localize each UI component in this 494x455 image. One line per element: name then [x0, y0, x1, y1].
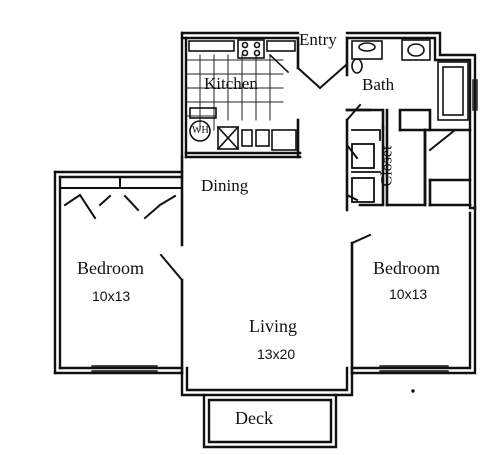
room-size-bedroom-left: 10x13	[92, 288, 131, 304]
kitchen-appliances	[188, 39, 297, 151]
room-label-dining: Dining	[201, 176, 249, 195]
bath-fixtures	[351, 39, 469, 121]
room-label-closet: Closet	[378, 145, 396, 187]
room-size-living: 13x20	[257, 346, 296, 362]
water-heater-label: WH	[192, 125, 209, 136]
kitchen-floor-tiles	[186, 54, 284, 131]
room-label-entry: Entry	[299, 30, 337, 49]
room-size-bedroom-right: 10x13	[389, 286, 428, 302]
left-bedroom-closet	[59, 176, 183, 220]
dot-mark	[411, 389, 415, 393]
water-heater-icon	[189, 120, 211, 142]
room-label-bath: Bath	[362, 75, 395, 94]
room-label-deck: Deck	[235, 408, 273, 428]
exterior-walls	[53, 31, 477, 449]
room-label-living: Living	[249, 316, 297, 336]
room-label-bedroom-right: Bedroom	[373, 258, 440, 278]
room-label-kitchen: Kitchen	[204, 74, 258, 93]
closet-racks	[351, 129, 381, 203]
room-label-bedroom-left: Bedroom	[77, 258, 144, 278]
windows	[91, 79, 478, 372]
door-swings	[159, 63, 457, 282]
